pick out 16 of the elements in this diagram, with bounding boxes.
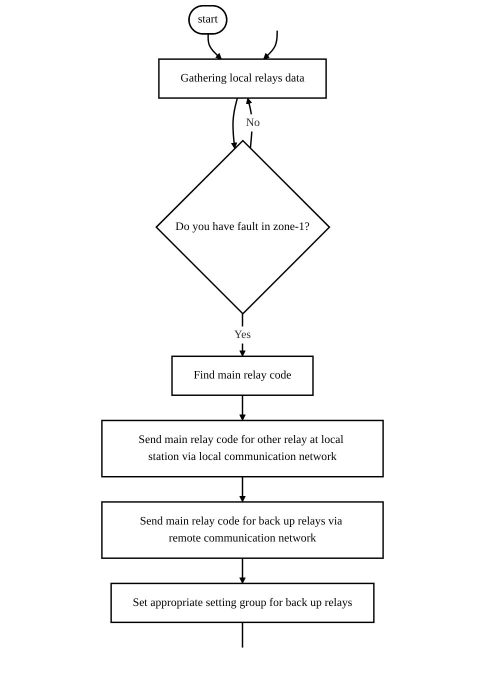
arrow	[239, 395, 246, 421]
arrow	[239, 558, 246, 584]
node-box: Send main relay code for other relay at local station via local communication network	[101, 420, 384, 478]
arrow	[246, 98, 253, 149]
arrow	[207, 34, 222, 60]
arrow	[239, 476, 246, 502]
connector	[242, 622, 244, 648]
node-box: Set appropriate setting group for back up relays	[110, 582, 375, 624]
edge-label: No	[246, 116, 260, 129]
node-box: Find main relay code	[171, 356, 314, 396]
node-box: Gathering local relays data	[158, 58, 327, 99]
node-diamond: Do you have fault in zone-1?	[155, 140, 330, 315]
arrow	[263, 30, 278, 60]
edge-label: Yes	[234, 328, 251, 341]
arrow	[230, 98, 238, 149]
node-box: Send main relay code for back up relays via remote communication network	[101, 501, 384, 559]
